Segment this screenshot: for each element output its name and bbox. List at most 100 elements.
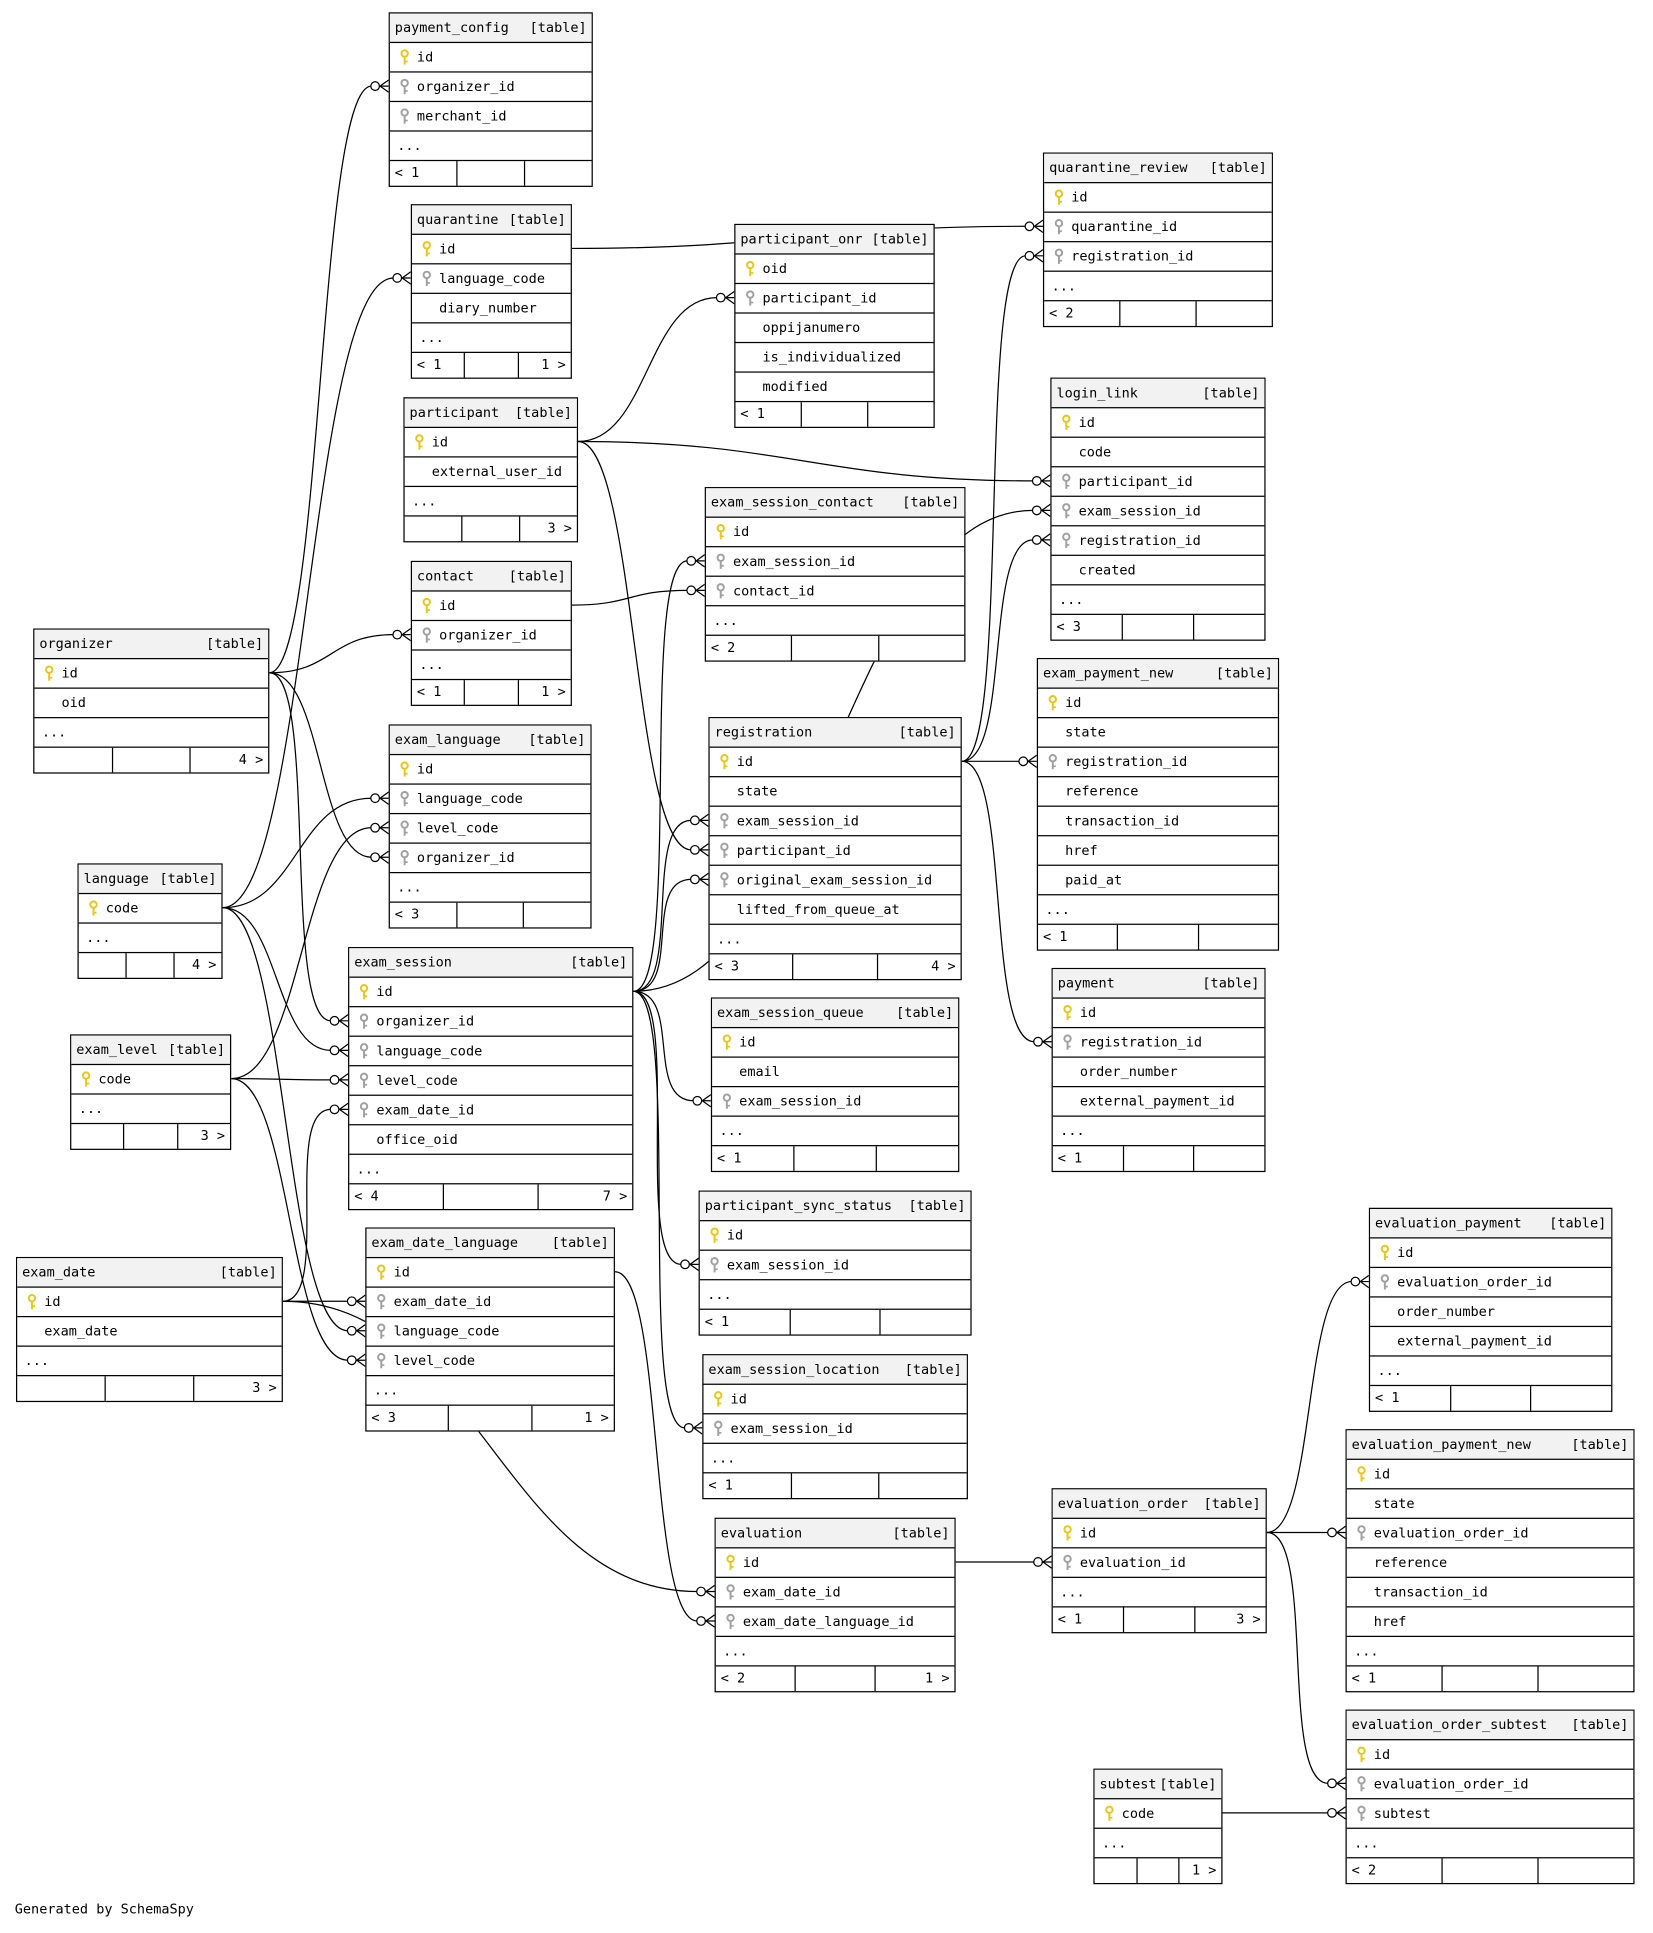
column-row[interactable]: exam_date_language_id (715, 1607, 955, 1637)
column-row[interactable]: exam_session_id (703, 1414, 967, 1444)
column-row[interactable]: oid (735, 255, 934, 285)
footer-count[interactable] (458, 161, 526, 186)
footer-count[interactable]: < 1 (1347, 1666, 1443, 1692)
column-row[interactable]: state (1038, 718, 1278, 748)
column-row[interactable]: merchant_id (389, 102, 592, 132)
column-row[interactable]: language_code (389, 785, 591, 815)
column-row[interactable]: registration_id (1044, 242, 1272, 272)
column-row[interactable]: external_user_id (404, 458, 577, 488)
column-row[interactable]: exam_session_id (709, 807, 961, 837)
footer-count[interactable]: < 4 (349, 1184, 444, 1209)
column-row[interactable]: modified (735, 373, 934, 403)
column-row[interactable]: participant_id (735, 284, 934, 314)
column-row[interactable]: ... (389, 873, 591, 903)
column-row[interactable]: participant_id (709, 836, 961, 866)
column-row[interactable]: id (712, 1028, 959, 1058)
footer-count[interactable] (405, 516, 463, 542)
column-row[interactable]: id (1051, 408, 1265, 438)
column-row[interactable]: code (1094, 1799, 1222, 1829)
footer-count[interactable]: < 1 (390, 161, 458, 186)
column-row[interactable]: ... (349, 1155, 633, 1185)
footer-count[interactable] (79, 953, 127, 978)
column-row[interactable]: transaction_id (1038, 807, 1278, 837)
column-row[interactable]: id (1346, 1460, 1634, 1490)
column-row[interactable]: ... (709, 925, 961, 955)
column-row[interactable]: evaluation_order_id (1346, 1519, 1634, 1549)
column-row[interactable]: office_oid (349, 1125, 633, 1155)
footer-count[interactable]: 3 > (200, 1127, 226, 1144)
footer-count[interactable]: < 1 (704, 1473, 792, 1499)
column-row[interactable]: language_code (412, 264, 571, 294)
column-row[interactable]: ... (366, 1376, 614, 1406)
column-row[interactable]: order_number (1052, 1058, 1265, 1088)
column-row[interactable]: ... (1052, 1117, 1265, 1147)
column-row[interactable]: ... (703, 1444, 967, 1474)
column-row[interactable]: state (1346, 1489, 1634, 1519)
column-row[interactable]: ... (1052, 1578, 1266, 1608)
footer-count[interactable] (106, 1376, 195, 1401)
table-language[interactable]: language[table]code...4 > (77, 863, 223, 980)
column-row[interactable]: ... (404, 487, 577, 517)
column-row[interactable]: language_code (349, 1037, 633, 1067)
column-row[interactable]: ... (1346, 1637, 1634, 1667)
column-row[interactable]: id (699, 1221, 971, 1251)
footer-count[interactable] (1195, 1146, 1265, 1171)
column-row[interactable]: reference (1346, 1548, 1634, 1578)
footer-count[interactable]: < 1 (700, 1309, 791, 1335)
column-row[interactable]: ... (71, 1095, 230, 1125)
footer-count[interactable] (794, 954, 878, 980)
column-row[interactable]: registration_id (1052, 1028, 1265, 1058)
footer-count[interactable]: < 1 (712, 1146, 795, 1171)
column-row[interactable]: reference (1038, 777, 1278, 807)
column-row[interactable]: original_exam_session_id (709, 866, 961, 896)
column-row[interactable]: level_code (349, 1066, 633, 1096)
footer-count[interactable]: < 3 (390, 902, 458, 928)
column-row[interactable]: oppijanumero (735, 314, 934, 344)
footer-count[interactable] (1118, 924, 1199, 950)
column-row[interactable]: transaction_id (1346, 1578, 1634, 1608)
column-row[interactable]: ... (1051, 585, 1265, 615)
footer-count[interactable]: 1 > (584, 1409, 609, 1426)
footer-count[interactable] (792, 1473, 880, 1499)
footer-count[interactable] (1443, 1858, 1539, 1883)
column-row[interactable]: paid_at (1038, 866, 1278, 896)
column-row[interactable]: exam_date_id (349, 1096, 633, 1126)
footer-count[interactable]: 3 > (252, 1379, 277, 1396)
column-row[interactable]: state (709, 777, 961, 807)
footer-count[interactable] (1095, 1858, 1138, 1883)
column-row[interactable]: id (412, 592, 571, 622)
column-row[interactable]: id (705, 518, 965, 548)
footer-count[interactable] (465, 352, 519, 378)
column-row[interactable]: exam_session_id (705, 547, 965, 577)
footer-count[interactable] (1199, 925, 1278, 950)
column-row[interactable]: level_code (389, 814, 591, 844)
footer-count[interactable] (792, 635, 879, 661)
footer-count[interactable] (465, 680, 519, 705)
footer-count[interactable] (879, 636, 964, 661)
footer-count[interactable]: < 3 (710, 954, 794, 980)
column-row[interactable]: registration_id (1051, 526, 1265, 556)
column-row[interactable]: subtest (1346, 1799, 1634, 1829)
footer-count[interactable]: < 2 (706, 635, 793, 661)
column-row[interactable]: id (349, 978, 633, 1008)
column-row[interactable]: id (1038, 689, 1278, 719)
footer-count[interactable]: < 1 (412, 352, 466, 378)
column-row[interactable]: exam_date_id (366, 1288, 614, 1318)
footer-count[interactable]: 4 > (238, 751, 264, 768)
footer-count[interactable]: < 3 (367, 1405, 450, 1431)
column-row[interactable]: ... (705, 606, 965, 636)
footer-count[interactable]: < 2 (1044, 301, 1121, 326)
footer-count[interactable] (1532, 1386, 1612, 1411)
column-row[interactable]: email (712, 1058, 959, 1088)
footer-count[interactable] (790, 1309, 882, 1335)
